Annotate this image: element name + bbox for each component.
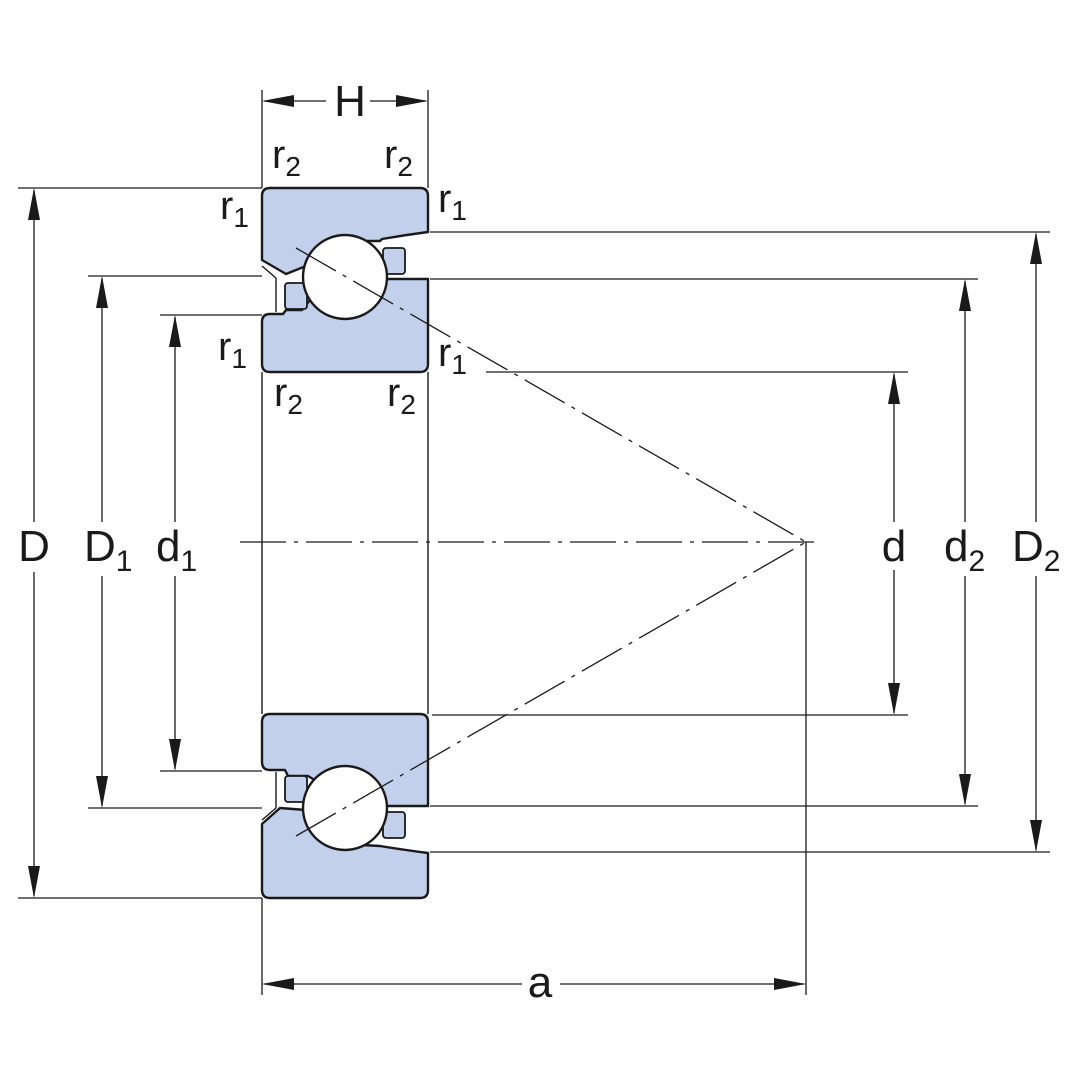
label-r2-mid-left: r2 — [274, 371, 303, 420]
extension-lines — [18, 90, 1050, 995]
label-r2-top-right: r2 — [384, 133, 413, 182]
bearing-body — [261, 372, 429, 714]
label-D2: D2 — [1012, 522, 1060, 578]
label-d: d — [882, 522, 906, 571]
label-a: a — [528, 958, 553, 1007]
label-r1-mid-left: r1 — [218, 325, 247, 374]
top-ball — [301, 233, 389, 321]
dimension-lines — [28, 95, 1042, 990]
label-D: D — [18, 522, 50, 571]
bottom-section — [260, 712, 430, 900]
label-r1-top-left: r1 — [220, 184, 249, 233]
dimension-labels: H D D1 d1 d d2 D2 a — [18, 77, 1060, 1007]
label-r1-mid-right: r1 — [438, 331, 467, 380]
radius-labels: r2 r2 r1 r1 r1 r1 r2 r2 — [218, 133, 467, 420]
center-lines — [240, 247, 822, 837]
label-r2-mid-right: r2 — [387, 371, 416, 420]
label-r1-top-right: r1 — [438, 177, 467, 226]
label-D1: D1 — [84, 522, 132, 578]
top-section — [260, 186, 430, 374]
contact-line-top — [295, 247, 807, 543]
label-d2: d2 — [944, 522, 985, 578]
label-H: H — [334, 77, 366, 126]
contact-line-bottom — [295, 541, 807, 837]
top-washer-lower — [260, 277, 430, 374]
label-r2-top-left: r2 — [272, 133, 301, 182]
label-d1: d1 — [156, 522, 197, 578]
